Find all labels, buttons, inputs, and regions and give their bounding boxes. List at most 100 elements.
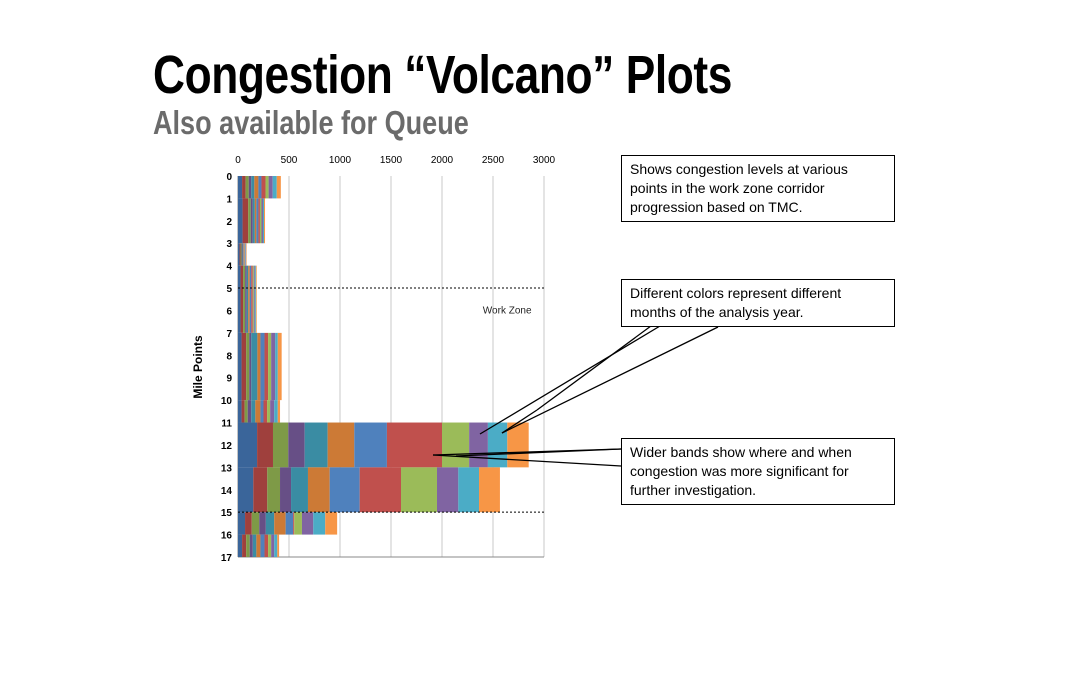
band-segment bbox=[242, 243, 244, 266]
band-segment bbox=[246, 332, 250, 401]
band-segment bbox=[354, 422, 387, 468]
band-segment bbox=[270, 400, 275, 423]
y-tick-label: 4 bbox=[226, 262, 232, 273]
band-segment bbox=[250, 198, 253, 244]
band-segment bbox=[238, 265, 241, 333]
work-zone-label: Work Zone bbox=[483, 305, 532, 316]
y-tick-label: 15 bbox=[221, 508, 233, 519]
band-segment bbox=[400, 467, 438, 513]
band-segment bbox=[246, 243, 247, 266]
band-segment bbox=[253, 265, 255, 333]
band-segment bbox=[263, 400, 268, 423]
band-segment bbox=[238, 400, 242, 423]
y-tick-label: 8 bbox=[226, 351, 232, 362]
band-segment bbox=[267, 467, 281, 513]
band-segment bbox=[359, 467, 401, 513]
band-segment bbox=[248, 265, 250, 333]
band-segment bbox=[507, 422, 529, 468]
x-tick-label: 1500 bbox=[380, 155, 403, 166]
band-segment bbox=[258, 176, 262, 199]
y-tick-label: 3 bbox=[226, 239, 232, 250]
band-segment bbox=[238, 243, 240, 266]
band-segment bbox=[267, 400, 271, 423]
band-segment bbox=[254, 176, 259, 199]
band-segment bbox=[251, 400, 256, 423]
y-tick-label: 5 bbox=[226, 284, 232, 295]
y-tick-label: 17 bbox=[221, 553, 233, 564]
annotation-box-wider-bands: Wider bands show where and when congesti… bbox=[621, 438, 895, 505]
band-segment bbox=[275, 332, 278, 401]
y-tick-label: 13 bbox=[221, 463, 233, 474]
band-segment bbox=[252, 198, 255, 244]
band-segment bbox=[256, 534, 261, 557]
x-tick-label: 0 bbox=[235, 155, 241, 166]
y-tick-label: 2 bbox=[226, 217, 232, 228]
band-segment bbox=[244, 243, 246, 266]
callout-line bbox=[536, 322, 656, 411]
y-tick-label: 1 bbox=[226, 194, 232, 205]
band-segment bbox=[271, 534, 275, 557]
x-tick-label: 2000 bbox=[431, 155, 454, 166]
y-axis-label: Mile Points bbox=[191, 335, 205, 399]
y-tick-label: 12 bbox=[221, 441, 233, 452]
band-segment bbox=[242, 534, 247, 557]
band-segment bbox=[261, 176, 266, 199]
y-tick-label: 7 bbox=[226, 329, 232, 340]
callout-line bbox=[432, 454, 622, 467]
band-segment bbox=[487, 422, 508, 468]
band-segment bbox=[244, 243, 245, 266]
band-segment bbox=[268, 176, 273, 199]
annotation-box-colors: Different colors represent different mon… bbox=[621, 279, 895, 327]
band-segment bbox=[268, 534, 272, 557]
band-segment bbox=[252, 265, 254, 333]
band-segment bbox=[257, 422, 273, 468]
y-tick-label: 9 bbox=[226, 374, 232, 385]
band-segment bbox=[260, 400, 264, 423]
band-segment bbox=[238, 534, 243, 557]
callout-lines bbox=[432, 322, 719, 467]
band-segment bbox=[243, 243, 245, 266]
band-segment bbox=[285, 512, 294, 535]
band-segment bbox=[264, 332, 269, 401]
band-segment bbox=[437, 467, 459, 513]
band-segment bbox=[277, 534, 280, 557]
callout-line bbox=[455, 448, 622, 457]
band-segment bbox=[261, 198, 263, 244]
band-segment bbox=[238, 198, 243, 244]
band-segment bbox=[313, 512, 326, 535]
band-segment bbox=[252, 534, 257, 557]
band-segment bbox=[238, 512, 246, 535]
band-segment bbox=[268, 332, 272, 401]
band-segment bbox=[291, 467, 308, 513]
band-segment bbox=[245, 243, 247, 266]
band-segment bbox=[239, 243, 241, 266]
band-segment bbox=[272, 176, 277, 199]
band-segment bbox=[238, 422, 258, 468]
band-segment bbox=[241, 332, 247, 401]
band-segment bbox=[265, 176, 269, 199]
band-segment bbox=[251, 512, 260, 535]
band-segment bbox=[245, 176, 249, 199]
band-segment bbox=[249, 332, 252, 401]
band-segment bbox=[242, 198, 249, 244]
band-segment bbox=[479, 467, 500, 513]
band-segment bbox=[260, 332, 265, 401]
band-segment bbox=[255, 400, 261, 423]
band-segment bbox=[301, 512, 314, 535]
band-segment bbox=[304, 422, 328, 468]
band-segment bbox=[246, 265, 249, 333]
band-segment bbox=[458, 467, 480, 513]
y-tick-label: 11 bbox=[221, 419, 232, 430]
band-segment bbox=[442, 422, 470, 468]
band-segment bbox=[247, 400, 252, 423]
y-tick-label: 6 bbox=[226, 306, 232, 317]
x-tick-label: 1000 bbox=[329, 155, 352, 166]
band-segment bbox=[294, 512, 302, 535]
band-segment bbox=[251, 332, 258, 401]
x-tick-label: 500 bbox=[281, 155, 298, 166]
band-segment bbox=[253, 467, 268, 513]
band-segment bbox=[244, 400, 248, 423]
band-segment bbox=[260, 534, 265, 557]
annotation-box-congestion-levels: Shows congestion levels at various point… bbox=[621, 155, 895, 222]
